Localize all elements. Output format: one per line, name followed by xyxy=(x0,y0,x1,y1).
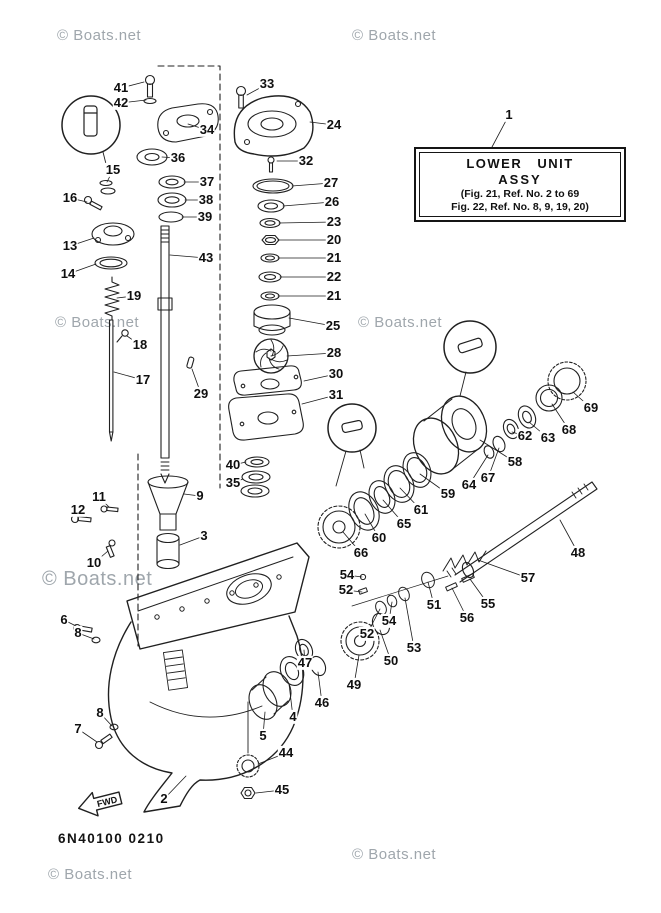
watermark: © Boats.net xyxy=(42,568,153,590)
leader-line-42 xyxy=(120,99,147,104)
bearing-carrier-assembly xyxy=(317,395,488,549)
leader-line-6 xyxy=(63,619,79,628)
shift-rod-assembly xyxy=(104,276,129,442)
watermark: © Boats.net xyxy=(352,846,437,863)
leader-line-45 xyxy=(255,789,283,794)
leader-line-7 xyxy=(77,728,98,743)
prop-hardware xyxy=(236,754,260,800)
assembly-reference-box-inner: LOWER UNIT ASSY (Fig. 21, Ref. No. 2 to … xyxy=(419,152,621,217)
leader-line-53 xyxy=(404,597,415,649)
shift-bracket-group xyxy=(83,179,135,270)
magnifier-detail-c xyxy=(327,403,377,487)
leader-line-56 xyxy=(451,587,468,619)
leader-line-63 xyxy=(528,421,549,439)
leader-line-40 xyxy=(232,461,247,466)
leader-line-19 xyxy=(116,295,135,299)
watermark: © Boats.net xyxy=(358,314,443,331)
watermark: © Boats.net xyxy=(352,27,437,44)
driveshaft-sleeve xyxy=(253,304,291,336)
leader-line-57 xyxy=(477,559,529,579)
leader-line-68 xyxy=(551,403,570,431)
leader-line-35 xyxy=(232,478,244,484)
fwd-arrow: FWD xyxy=(77,791,123,817)
ref-fig-line1: (Fig. 21, Ref. No. 2 to 69 xyxy=(460,188,580,200)
leader-line-52 xyxy=(366,608,381,635)
driveshaft-bearing-stack xyxy=(136,148,187,223)
leader-line-8 xyxy=(77,632,95,640)
leader-line-13 xyxy=(69,237,95,247)
ref-title-line1: LOWER UNIT xyxy=(466,156,574,171)
leader-line-30 xyxy=(303,373,337,382)
propeller-shaft xyxy=(446,481,598,583)
ref-fig-line2: Fig. 22, Ref. No. 8, 9, 19, 20) xyxy=(451,201,589,213)
water-tube-funnel xyxy=(147,475,189,570)
leader-line-27 xyxy=(291,182,332,187)
leader-line-43 xyxy=(169,254,207,259)
leader-line-69 xyxy=(572,391,592,409)
forward-gear-assembly xyxy=(248,638,327,720)
assembly-reference-box: LOWER UNIT ASSY (Fig. 21, Ref. No. 2 to … xyxy=(414,147,626,222)
leader-line-23 xyxy=(278,221,335,224)
leader-line-28 xyxy=(286,352,335,357)
leader-line-17 xyxy=(113,371,144,381)
fwd-arrow-label: FWD xyxy=(96,794,119,809)
leader-line-1 xyxy=(491,114,510,148)
leader-line-33 xyxy=(246,83,268,96)
water-pump-housing xyxy=(233,85,314,173)
mount-bolts xyxy=(72,623,119,750)
leader-line-61 xyxy=(399,487,422,511)
leader-line-26 xyxy=(282,201,333,207)
leader-line-59 xyxy=(419,473,449,495)
leader-line-36 xyxy=(161,156,179,159)
leader-line-64 xyxy=(468,454,489,486)
leader-line-9 xyxy=(183,493,201,497)
dashed-boundary xyxy=(137,65,221,647)
seal-washer-stack xyxy=(252,178,294,301)
leader-line-29 xyxy=(191,368,202,395)
leader-line-41 xyxy=(120,81,145,89)
driveshaft xyxy=(157,225,173,484)
drawing-number: 6N40100 0210 xyxy=(58,831,165,846)
watermark: © Boats.net xyxy=(55,314,140,331)
pump-base-plate xyxy=(157,103,219,143)
lower-bearing-stack xyxy=(240,456,271,498)
leader-line-46 xyxy=(317,671,323,704)
leader-line-47 xyxy=(303,649,306,664)
leader-line-54 xyxy=(346,574,363,578)
leader-line-10 xyxy=(93,550,109,564)
gearcase-housing xyxy=(107,542,310,813)
leader-line-14 xyxy=(67,263,97,275)
leader-line-50 xyxy=(379,629,392,662)
leader-line-5 xyxy=(262,711,266,737)
leader-line-48 xyxy=(559,519,579,554)
leader-line-65 xyxy=(382,499,405,525)
bolt-41-42 xyxy=(143,74,157,105)
watermark: © Boats.net xyxy=(48,866,133,883)
propshaft-small-parts xyxy=(351,550,487,616)
leader-line-18 xyxy=(126,335,141,346)
watermark: © Boats.net xyxy=(57,27,142,44)
carrier-hardware xyxy=(483,361,587,459)
leader-line-31 xyxy=(301,394,337,405)
leader-line-44 xyxy=(257,752,287,765)
leader-line-55 xyxy=(469,578,489,605)
leader-line-24 xyxy=(309,121,335,126)
gasket-plates xyxy=(228,365,304,441)
ref-title-line2: ASSY xyxy=(498,172,542,187)
pinion-gear xyxy=(340,612,391,661)
leader-line-12 xyxy=(77,509,80,517)
magnifier-detail-b xyxy=(443,320,497,397)
leader-line-25 xyxy=(288,317,334,327)
leader-line-3 xyxy=(179,535,205,546)
magnifier-detail-a xyxy=(61,95,121,177)
